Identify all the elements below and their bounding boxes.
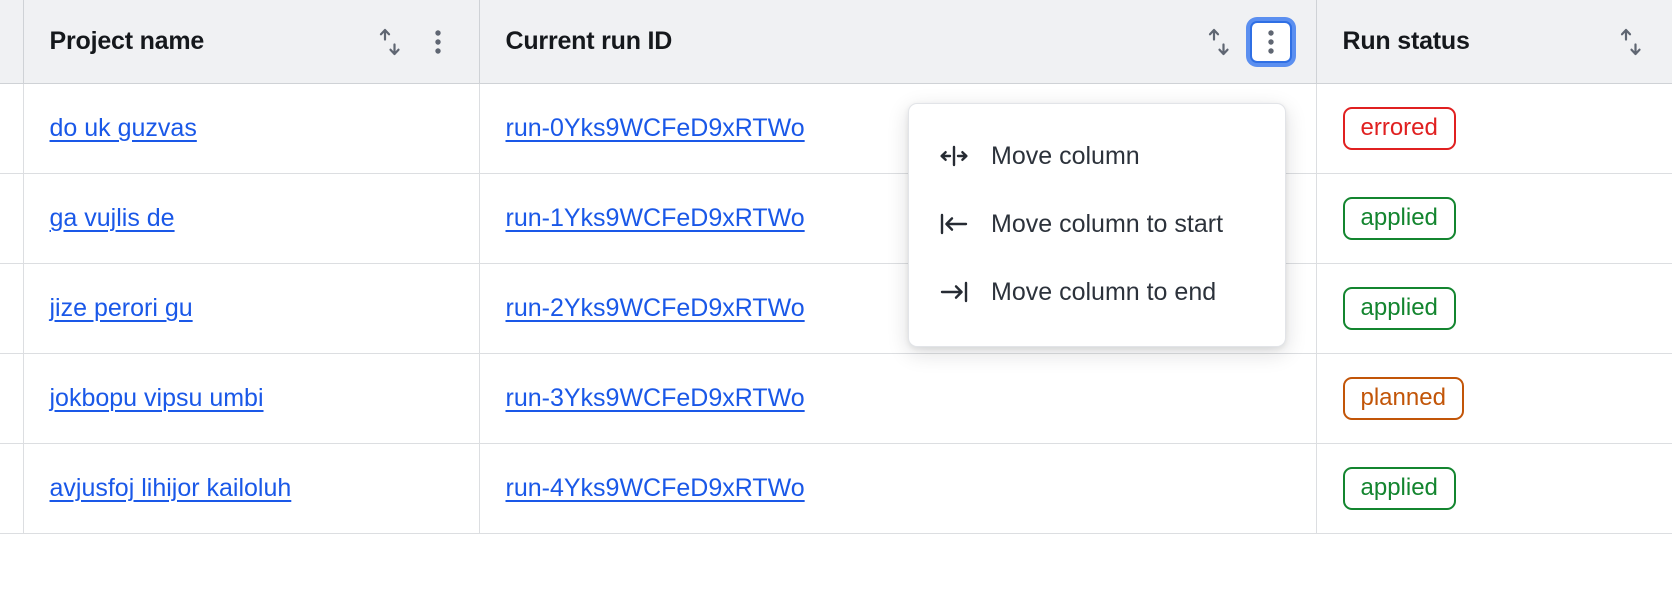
row-gutter-cell: [0, 263, 24, 354]
row-gutter-cell: [0, 443, 24, 534]
project-name-link[interactable]: jize perori gu: [49, 294, 193, 322]
run-id-link[interactable]: run-4Yks9WCFeD9xRTWo: [505, 474, 805, 502]
project-name-cell: jokbopu vipsu umbi: [23, 353, 480, 444]
menu-item-label: Move column to start: [991, 209, 1224, 238]
row-gutter-cell: [0, 83, 24, 174]
table-header: Project name: [0, 0, 1672, 84]
project-name-link[interactable]: jokbopu vipsu umbi: [49, 384, 264, 412]
menu-item-move-column-to-start[interactable]: Move column to start: [909, 190, 1285, 258]
kebab-menu-icon: [434, 29, 442, 55]
column-header-label-run-status: Run status: [1342, 27, 1470, 55]
table-row: jokbopu vipsu umbi run-3Yks9WCFeD9xRTWo …: [0, 353, 1672, 444]
move-column-to-end-icon: [939, 281, 969, 303]
sort-updown-icon: [1618, 28, 1644, 56]
column-header-label-project-name: Project name: [49, 27, 205, 55]
row-gutter-cell: [0, 353, 24, 444]
status-badge: applied: [1342, 466, 1456, 511]
run-id-link[interactable]: run-1Yks9WCFeD9xRTWo: [505, 204, 805, 232]
project-name-cell: jize perori gu: [23, 263, 480, 354]
projects-table: Project name: [0, 0, 1672, 534]
run-id-link[interactable]: run-2Yks9WCFeD9xRTWo: [505, 294, 805, 322]
column-options-menu: Move column Move column to start Move co…: [908, 103, 1286, 347]
run-status-cell: errored: [1316, 83, 1672, 174]
menu-item-move-column[interactable]: Move column: [909, 122, 1285, 190]
sort-button-current-run-id[interactable]: [1202, 25, 1236, 59]
project-name-cell: avjusfoj lihijor kailoluh: [23, 443, 480, 534]
column-menu-button-current-run-id[interactable]: [1249, 20, 1292, 63]
sort-updown-icon: [377, 28, 403, 56]
menu-item-label: Move column to end: [991, 277, 1217, 306]
table-row: avjusfoj lihijor kailoluh run-4Yks9WCFeD…: [0, 443, 1672, 534]
column-header-run-status[interactable]: Run status: [1316, 0, 1672, 84]
status-badge: errored: [1342, 106, 1456, 151]
table-row: do uk guzvas run-0Yks9WCFeD9xRTWo errore…: [0, 83, 1672, 174]
move-column-to-start-icon: [939, 213, 969, 235]
menu-item-move-column-to-end[interactable]: Move column to end: [909, 258, 1285, 326]
table-row: ga vujlis de run-1Yks9WCFeD9xRTWo applie…: [0, 173, 1672, 264]
run-status-cell: planned: [1316, 353, 1672, 444]
run-status-cell: applied: [1316, 443, 1672, 534]
project-name-link[interactable]: ga vujlis de: [49, 204, 175, 232]
row-gutter-cell: [0, 173, 24, 264]
column-header-project-name[interactable]: Project name: [23, 0, 480, 84]
column-header-gutter: [0, 0, 24, 84]
table-row: jize perori gu run-2Yks9WCFeD9xRTWo appl…: [0, 263, 1672, 354]
run-id-cell: run-3Yks9WCFeD9xRTWo: [479, 353, 1317, 444]
run-id-link[interactable]: run-3Yks9WCFeD9xRTWo: [505, 384, 805, 412]
sort-button-run-status[interactable]: [1614, 25, 1648, 59]
sort-button-project-name[interactable]: [373, 25, 407, 59]
run-status-cell: applied: [1316, 173, 1672, 264]
project-name-cell: ga vujlis de: [23, 173, 480, 264]
run-id-cell: run-4Yks9WCFeD9xRTWo: [479, 443, 1317, 534]
status-badge: applied: [1342, 286, 1456, 331]
status-badge: planned: [1342, 376, 1464, 421]
move-column-horizontal-icon: [939, 145, 969, 167]
table-body: do uk guzvas run-0Yks9WCFeD9xRTWo errore…: [0, 83, 1672, 534]
sort-updown-icon: [1206, 28, 1232, 56]
run-status-cell: applied: [1316, 263, 1672, 354]
project-name-link[interactable]: avjusfoj lihijor kailoluh: [49, 474, 292, 502]
menu-item-label: Move column: [991, 141, 1140, 170]
run-id-link[interactable]: run-0Yks9WCFeD9xRTWo: [505, 114, 805, 142]
column-header-current-run-id[interactable]: Current run ID: [479, 0, 1317, 84]
project-name-cell: do uk guzvas: [23, 83, 480, 174]
kebab-menu-icon: [1267, 29, 1275, 55]
column-header-label-current-run-id: Current run ID: [505, 27, 673, 55]
column-menu-button-project-name[interactable]: [421, 25, 455, 59]
project-name-link[interactable]: do uk guzvas: [49, 114, 197, 142]
header-row: Project name: [0, 0, 1672, 84]
status-badge: applied: [1342, 196, 1456, 241]
